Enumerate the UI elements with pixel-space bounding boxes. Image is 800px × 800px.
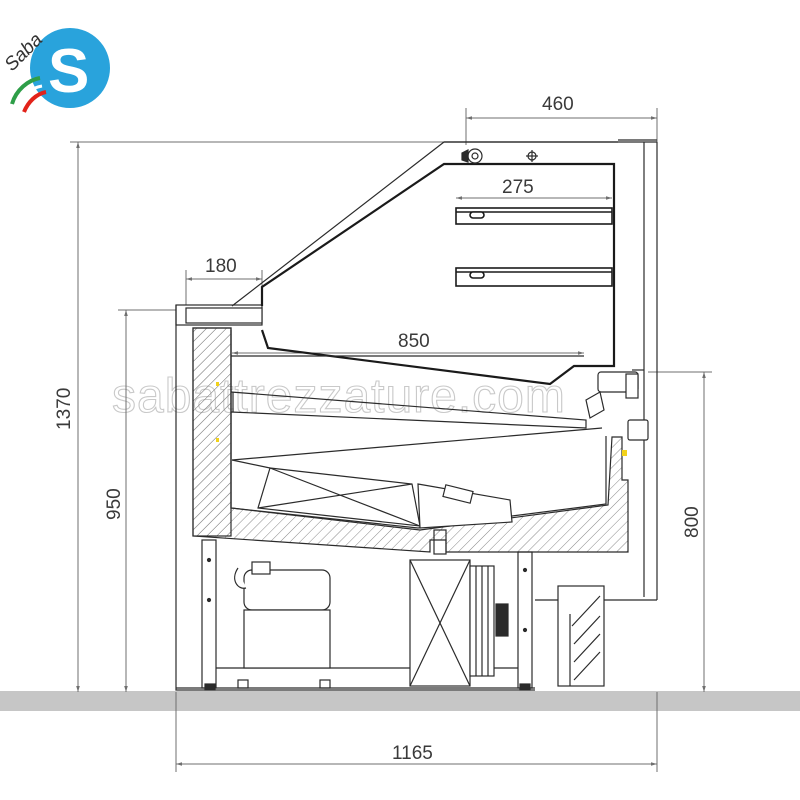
condenser — [409, 559, 509, 687]
yellow-marker — [622, 450, 627, 456]
upper-storage-cavity — [260, 162, 616, 386]
insulated-tub — [192, 327, 629, 553]
floor-band — [0, 691, 800, 711]
logo-swoosh-green — [10, 76, 41, 105]
dim-shelf-depth: 275 — [502, 177, 534, 198]
logo-swoosh-white — [16, 84, 43, 109]
display-pan — [230, 355, 603, 529]
top-fittings — [461, 148, 538, 164]
front-wall-panel — [192, 327, 232, 537]
cabinet-outline — [175, 139, 658, 691]
dim-counter-height: 950 — [104, 488, 125, 520]
rear-grille — [557, 585, 605, 687]
front-marker — [216, 382, 219, 386]
saba-logo: S Saba — [1, 28, 110, 113]
dimension-lines — [70, 108, 712, 772]
front-marker-2 — [216, 438, 219, 442]
dim-basin-depth: 850 — [398, 331, 430, 352]
compressor — [234, 561, 331, 669]
dim-front-top: 180 — [205, 256, 237, 277]
dim-rear-height: 800 — [682, 506, 703, 538]
watermark-text: sabattrezzature.com — [112, 370, 566, 423]
dim-total-depth: 1165 — [392, 743, 433, 764]
dim-top-depth: 460 — [542, 94, 574, 115]
upper-shelves — [455, 207, 613, 287]
dim-total-height: 1370 — [54, 388, 75, 430]
logo-circle — [30, 28, 110, 108]
logo-swoosh-red — [22, 90, 47, 113]
rear-fittings — [585, 371, 649, 441]
logo-letter: S — [48, 37, 89, 106]
